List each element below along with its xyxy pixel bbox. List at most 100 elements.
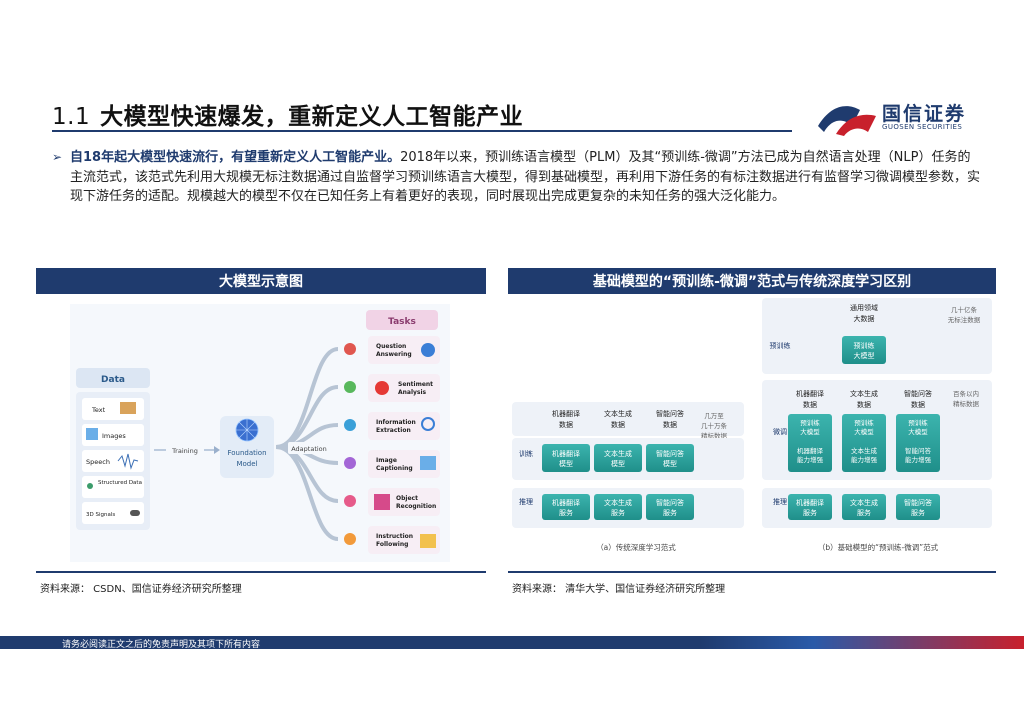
map-icon [420, 534, 436, 548]
a-data-3-l2: 数据 [663, 420, 677, 429]
bullet-text: 2018年以来，预训练语言模型（PLM）及其“预训练-微调”方法已成为自然语言处… [70, 150, 981, 204]
left-panel-rule [36, 571, 486, 573]
b-caption: （b）基础模型的“预训练-微调”范式 [818, 542, 939, 552]
b-pretrain-model-l1: 预训练 [854, 341, 875, 350]
a-note-3: 精标数据 [701, 431, 728, 440]
foundation-model-box [220, 416, 274, 478]
b-general-note-2: 无标注数据 [948, 315, 981, 324]
a-model-1-l1: 机器翻译 [552, 449, 580, 458]
a-data-3-l1: 智能问答 [656, 409, 684, 418]
b-svc-3-l2: 服务 [911, 508, 925, 517]
data-item-text: Text [91, 406, 106, 414]
b-infer-label: 推理 [773, 497, 787, 506]
b-data-2-l1: 文本生成 [850, 389, 878, 398]
title-underline [52, 130, 792, 132]
question-icon [421, 343, 435, 357]
b-ft-1-l3: 机器翻译 [797, 446, 824, 455]
a-train-label: 训练 [519, 449, 533, 458]
bullet-arrow-icon: ➢ [52, 150, 63, 164]
data-title: Data [101, 375, 125, 385]
bullet-paragraph: ➢ 自18年起大模型快速流行，有望重新定义人工智能产业。2018年以来，预训练语… [52, 148, 982, 207]
b-data-3-l2: 数据 [911, 400, 925, 409]
b-data-2-l2: 数据 [857, 400, 871, 409]
company-logo: 国信证券 GUOSEN SECURITIES [816, 96, 976, 138]
logo-en: GUOSEN SECURITIES [882, 123, 963, 131]
tasks-title-box [366, 310, 438, 330]
magnifier-icon [421, 417, 435, 431]
b-ft-3-l1: 预训练 [908, 418, 928, 427]
right-panel-title: 基础模型的“预训练-微调”范式与传统深度学习区别 [508, 268, 996, 294]
a-svc-2-l2: 服务 [611, 508, 625, 517]
b-svc-2-l2: 服务 [857, 508, 871, 517]
task-sa-l1: Sentiment [398, 381, 433, 388]
task-ie-l1: Information [376, 419, 416, 426]
b-pretrain-label: 预训练 [770, 341, 791, 350]
b-svc-1-l1: 机器翻译 [796, 498, 824, 507]
foundation-model-diagram: Data Text Images Speech Structured Data … [70, 304, 450, 562]
footer-disclaimer: 请务必阅读正文之后的免责声明及其项下所有内容 [62, 640, 261, 650]
shapes-icon [374, 494, 390, 510]
b-svc-2-l1: 文本生成 [850, 498, 878, 507]
task-if-l2: Following [376, 541, 408, 548]
tasks-title: Tasks [388, 317, 416, 327]
b-ft-1-l4: 能力增强 [797, 455, 824, 464]
b-general-l2: 大数据 [854, 314, 875, 323]
a-data-1-l1: 机器翻译 [552, 409, 580, 418]
bullet-highlight: 自18年起大模型快速流行，有望重新定义人工智能产业。 [70, 150, 401, 165]
b-ft-1-l1: 预训练 [800, 418, 820, 427]
b-ft-1-l2: 大模型 [800, 427, 820, 436]
footer-accent [700, 636, 1024, 649]
task-ic-l2: Captioning [376, 465, 413, 472]
a-svc-1-l2: 服务 [559, 508, 573, 517]
right-panel-rule [508, 571, 996, 573]
3d-signal-icon [130, 510, 140, 516]
b-ft-2-l4: 能力增强 [851, 455, 878, 464]
task-dots [344, 343, 356, 545]
a-model-1-l2: 模型 [559, 459, 573, 468]
b-task-note-1: 百条以内 [953, 389, 979, 398]
data-item-3d: 3D Signals [86, 512, 115, 518]
right-source: 资料来源： 清华大学、国信证券经济研究所整理 [512, 584, 726, 595]
section-number: 1.1 [52, 104, 91, 130]
data-item-speech: Speech [86, 458, 110, 466]
b-pretrain-model-l2: 大模型 [854, 351, 875, 360]
a-model-3-l1: 智能问答 [656, 449, 684, 458]
title-text: 大模型快速爆发，重新定义人工智能产业 [100, 104, 524, 130]
b-finetune-label: 微调 [773, 427, 787, 436]
a-svc-1-l1: 机器翻译 [552, 498, 580, 507]
data-item-structured: Structured Data [98, 480, 142, 486]
task-or-l1: Object [396, 495, 418, 502]
b-general-note-1: 几十亿条 [951, 305, 978, 314]
task-qa-l2: Answering [376, 351, 412, 358]
a-data-2-l1: 文本生成 [604, 409, 632, 418]
paradigm-comparison-diagram: 机器翻译 数据 文本生成 数据 智能问答 数据 几万至 几十万条 精标数据 训练… [512, 298, 992, 552]
a-note-2: 几十万条 [701, 421, 728, 430]
sentiment-icon [375, 381, 389, 395]
task-ie-l2: Extraction [376, 427, 411, 434]
model-label-2: Model [236, 460, 257, 468]
b-task-note-2: 精标数据 [953, 399, 980, 408]
b-ft-2-l3: 文本生成 [851, 446, 878, 455]
b-data-3-l1: 智能问答 [904, 389, 932, 398]
a-svc-3-l2: 服务 [663, 508, 677, 517]
a-model-3-l2: 模型 [663, 459, 677, 468]
book-icon [120, 402, 136, 414]
a-data-1-l2: 数据 [559, 420, 573, 429]
adaptation-label: Adaptation [291, 445, 327, 453]
structured-data-icon [87, 483, 93, 489]
a-data-2-l2: 数据 [611, 420, 625, 429]
b-svc-3-l1: 智能问答 [904, 498, 932, 507]
logo-cn: 国信证券 [882, 103, 967, 125]
task-if-l1: Instruction [376, 533, 413, 540]
b-ft-3-l4: 能力增强 [905, 455, 932, 464]
data-item-images: Images [102, 432, 126, 440]
a-model-2-l2: 模型 [611, 459, 625, 468]
task-ic-l1: Image [376, 457, 397, 464]
a-model-2-l1: 文本生成 [604, 449, 632, 458]
data-title-box [76, 368, 150, 388]
left-panel-title: 大模型示意图 [36, 268, 486, 294]
adaptation-arrows [275, 347, 339, 541]
b-data-1-l2: 数据 [803, 400, 817, 409]
task-qa-l1: Question [376, 343, 406, 350]
a-infer-label: 推理 [519, 497, 533, 506]
